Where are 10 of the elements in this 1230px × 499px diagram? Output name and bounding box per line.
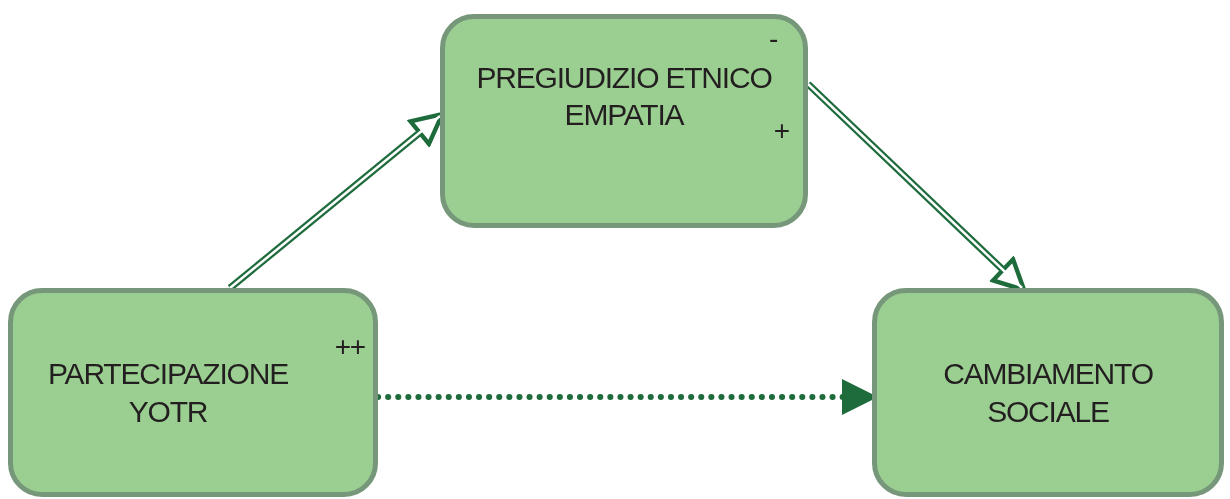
box-label: PREGIUDIZIO ETNICO (476, 59, 772, 96)
process-box (8, 288, 378, 497)
sign-label: ++ (334, 333, 365, 361)
process-box (872, 288, 1224, 497)
box-label: CAMBIAMENTO SOCIALE (942, 356, 1154, 430)
sign-label: - (768, 25, 777, 53)
box-label: EMPATIA (564, 97, 684, 133)
process-box (440, 14, 808, 228)
sign-label: + (773, 117, 789, 145)
box-label: PARTECIPAZIONE YOTR (47, 356, 289, 430)
